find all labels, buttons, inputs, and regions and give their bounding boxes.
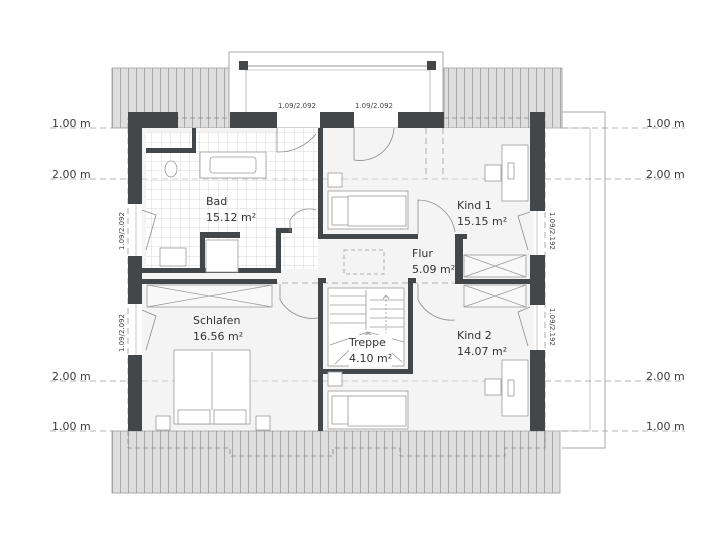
room-area: 14.07 m² xyxy=(457,345,508,358)
room-name: Flur xyxy=(412,247,433,260)
height-label-left-top-2m: 2.00 m xyxy=(52,168,91,181)
room-area: 15.12 m² xyxy=(206,211,257,224)
furniture xyxy=(146,144,529,431)
height-label-right-bottom-1m: 1.00 m xyxy=(646,420,685,433)
right-side-frame xyxy=(545,111,606,449)
room-name: Bad xyxy=(206,195,228,208)
height-label-right-bottom-2m: 2.00 m xyxy=(646,370,685,383)
window-dim-top-left: 1.09/2.092 xyxy=(278,102,316,110)
height-label-left-top-1m: 1.00 m xyxy=(52,117,91,130)
room-name: Kind 1 xyxy=(457,199,492,212)
room-name: Treppe xyxy=(349,335,393,351)
doors xyxy=(135,127,538,355)
window-dim-left-lower: 1.09/2.092 xyxy=(118,314,126,352)
room-area: 16.56 m² xyxy=(193,330,244,343)
height-label-left-bottom-2m: 2.00 m xyxy=(52,370,91,383)
room-label-treppe: Treppe 4.10 m² xyxy=(349,335,393,367)
room-label-schlafen: Schlafen 16.56 m² xyxy=(193,313,243,345)
window-dim-right-lower: 1.09/2.192 xyxy=(548,308,556,346)
room-label-kind-1: Kind 1 15.15 m² xyxy=(457,198,507,230)
height-label-left-bottom-1m: 1.00 m xyxy=(52,420,91,433)
room-area: 15.15 m² xyxy=(457,215,508,228)
room-name: Kind 2 xyxy=(457,329,492,342)
window-dim-right-upper: 1.09/2.192 xyxy=(548,212,556,250)
room-label-kind-2: Kind 2 14.07 m² xyxy=(457,328,507,360)
room-area: 4.10 m² xyxy=(349,351,393,367)
height-label-right-top-2m: 2.00 m xyxy=(646,168,685,181)
room-area: 5.09 m² xyxy=(412,263,456,276)
room-label-flur: Flur 5.09 m² xyxy=(412,246,455,278)
window-dim-left-upper: 1.09/2.092 xyxy=(118,212,126,250)
room-label-bad: Bad 15.12 m² xyxy=(206,194,256,226)
window-dim-top-right: 1.09/2.092 xyxy=(355,102,393,110)
height-label-right-top-1m: 1.00 m xyxy=(646,117,685,130)
room-name: Schlafen xyxy=(193,314,241,327)
roof-bottom xyxy=(111,430,561,494)
